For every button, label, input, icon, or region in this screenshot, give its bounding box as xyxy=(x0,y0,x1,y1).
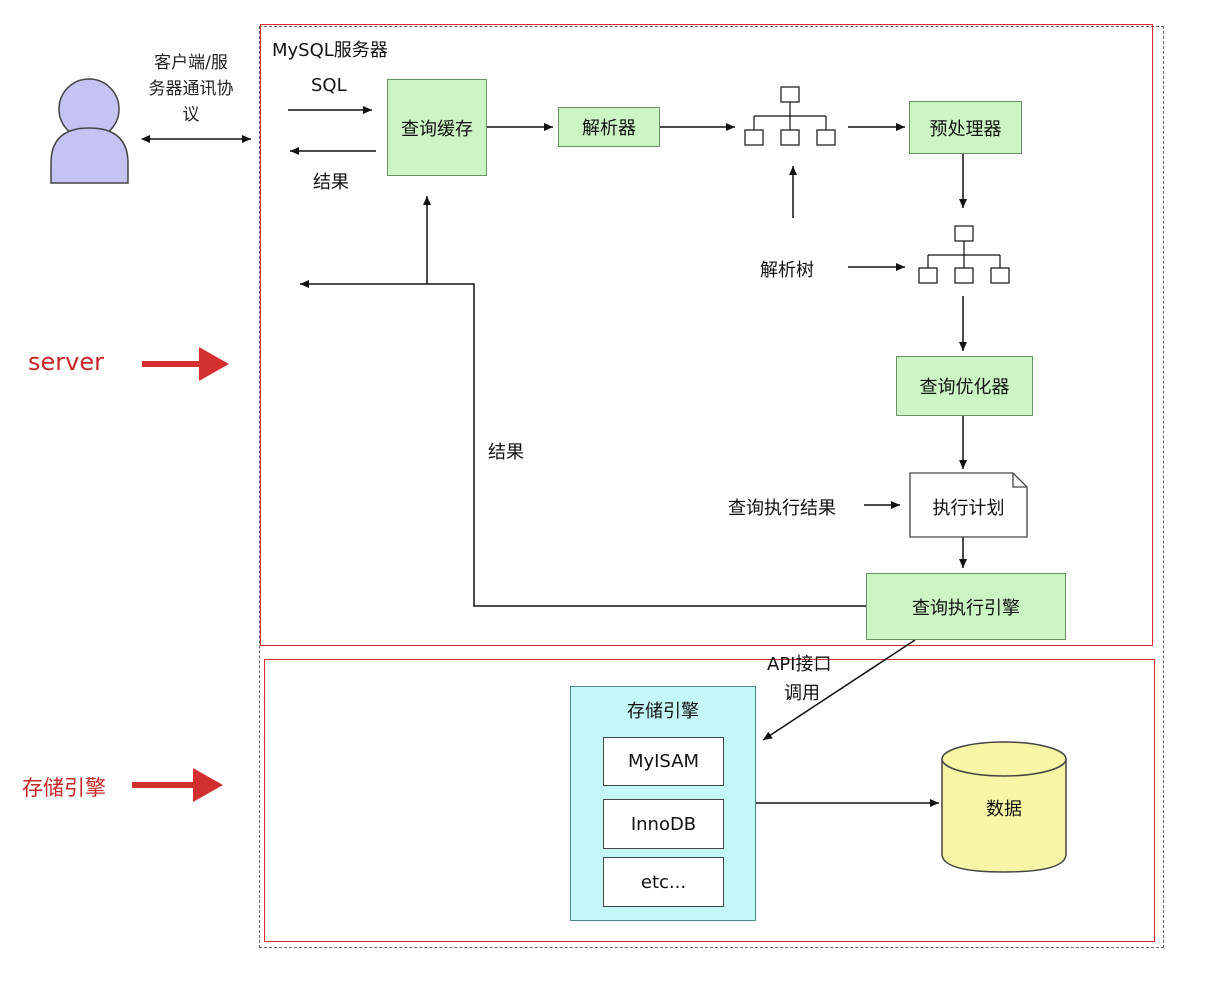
innodb-box: InnoDB xyxy=(603,799,724,849)
preprocessor-node: 预处理器 xyxy=(909,101,1022,154)
client-protocol-label: 客户端/服 务器通讯协 议 xyxy=(128,50,254,128)
server-title: MySQL服务器 xyxy=(272,40,388,61)
client-label-line-2: 务器通讯协 xyxy=(148,79,234,99)
myisam-box: MyISAM xyxy=(603,737,724,786)
optimizer-node: 查询优化器 xyxy=(896,356,1033,416)
query-cache-node: 查询缓存 xyxy=(387,79,487,176)
exec-plan-node: 执行计划 xyxy=(932,498,1005,519)
sql-label: SQL xyxy=(311,75,347,96)
server-frame xyxy=(260,24,1153,646)
client-label-line-3: 议 xyxy=(182,105,200,125)
parse-tree-icon-1 xyxy=(744,86,836,146)
data-label: 数据 xyxy=(986,799,1022,820)
api-label-line-1: API接口 xyxy=(767,654,832,675)
result-label-mid: 结果 xyxy=(488,442,524,463)
engine-result-path xyxy=(300,280,866,607)
outer-dashed-frame xyxy=(259,26,1164,948)
storage-engine-panel: 存储引擎 MyISAM InnoDB etc... xyxy=(570,686,756,921)
user-icon xyxy=(50,78,129,184)
storage-side-label: 存储引擎 xyxy=(22,776,106,800)
storage-engine-title: 存储引擎 xyxy=(627,701,699,722)
server-side-label: server xyxy=(28,348,104,376)
parser-node: 解析器 xyxy=(558,107,660,147)
api-label-line-2: 调用 xyxy=(784,683,820,704)
exec-result-label: 查询执行结果 xyxy=(728,498,836,519)
result-label-top: 结果 xyxy=(313,172,349,193)
client-label-line-1: 客户端/服 xyxy=(154,53,228,73)
exec-engine-node: 查询执行引擎 xyxy=(866,573,1066,640)
parse-tree-icon-2 xyxy=(918,225,1010,284)
exec-plan-shape xyxy=(909,472,1028,538)
api-call-arrow xyxy=(762,639,916,741)
storage-frame xyxy=(264,659,1155,942)
database-icon xyxy=(941,741,1067,873)
parse-tree-label: 解析树 xyxy=(760,260,814,281)
etc-box: etc... xyxy=(603,857,724,907)
